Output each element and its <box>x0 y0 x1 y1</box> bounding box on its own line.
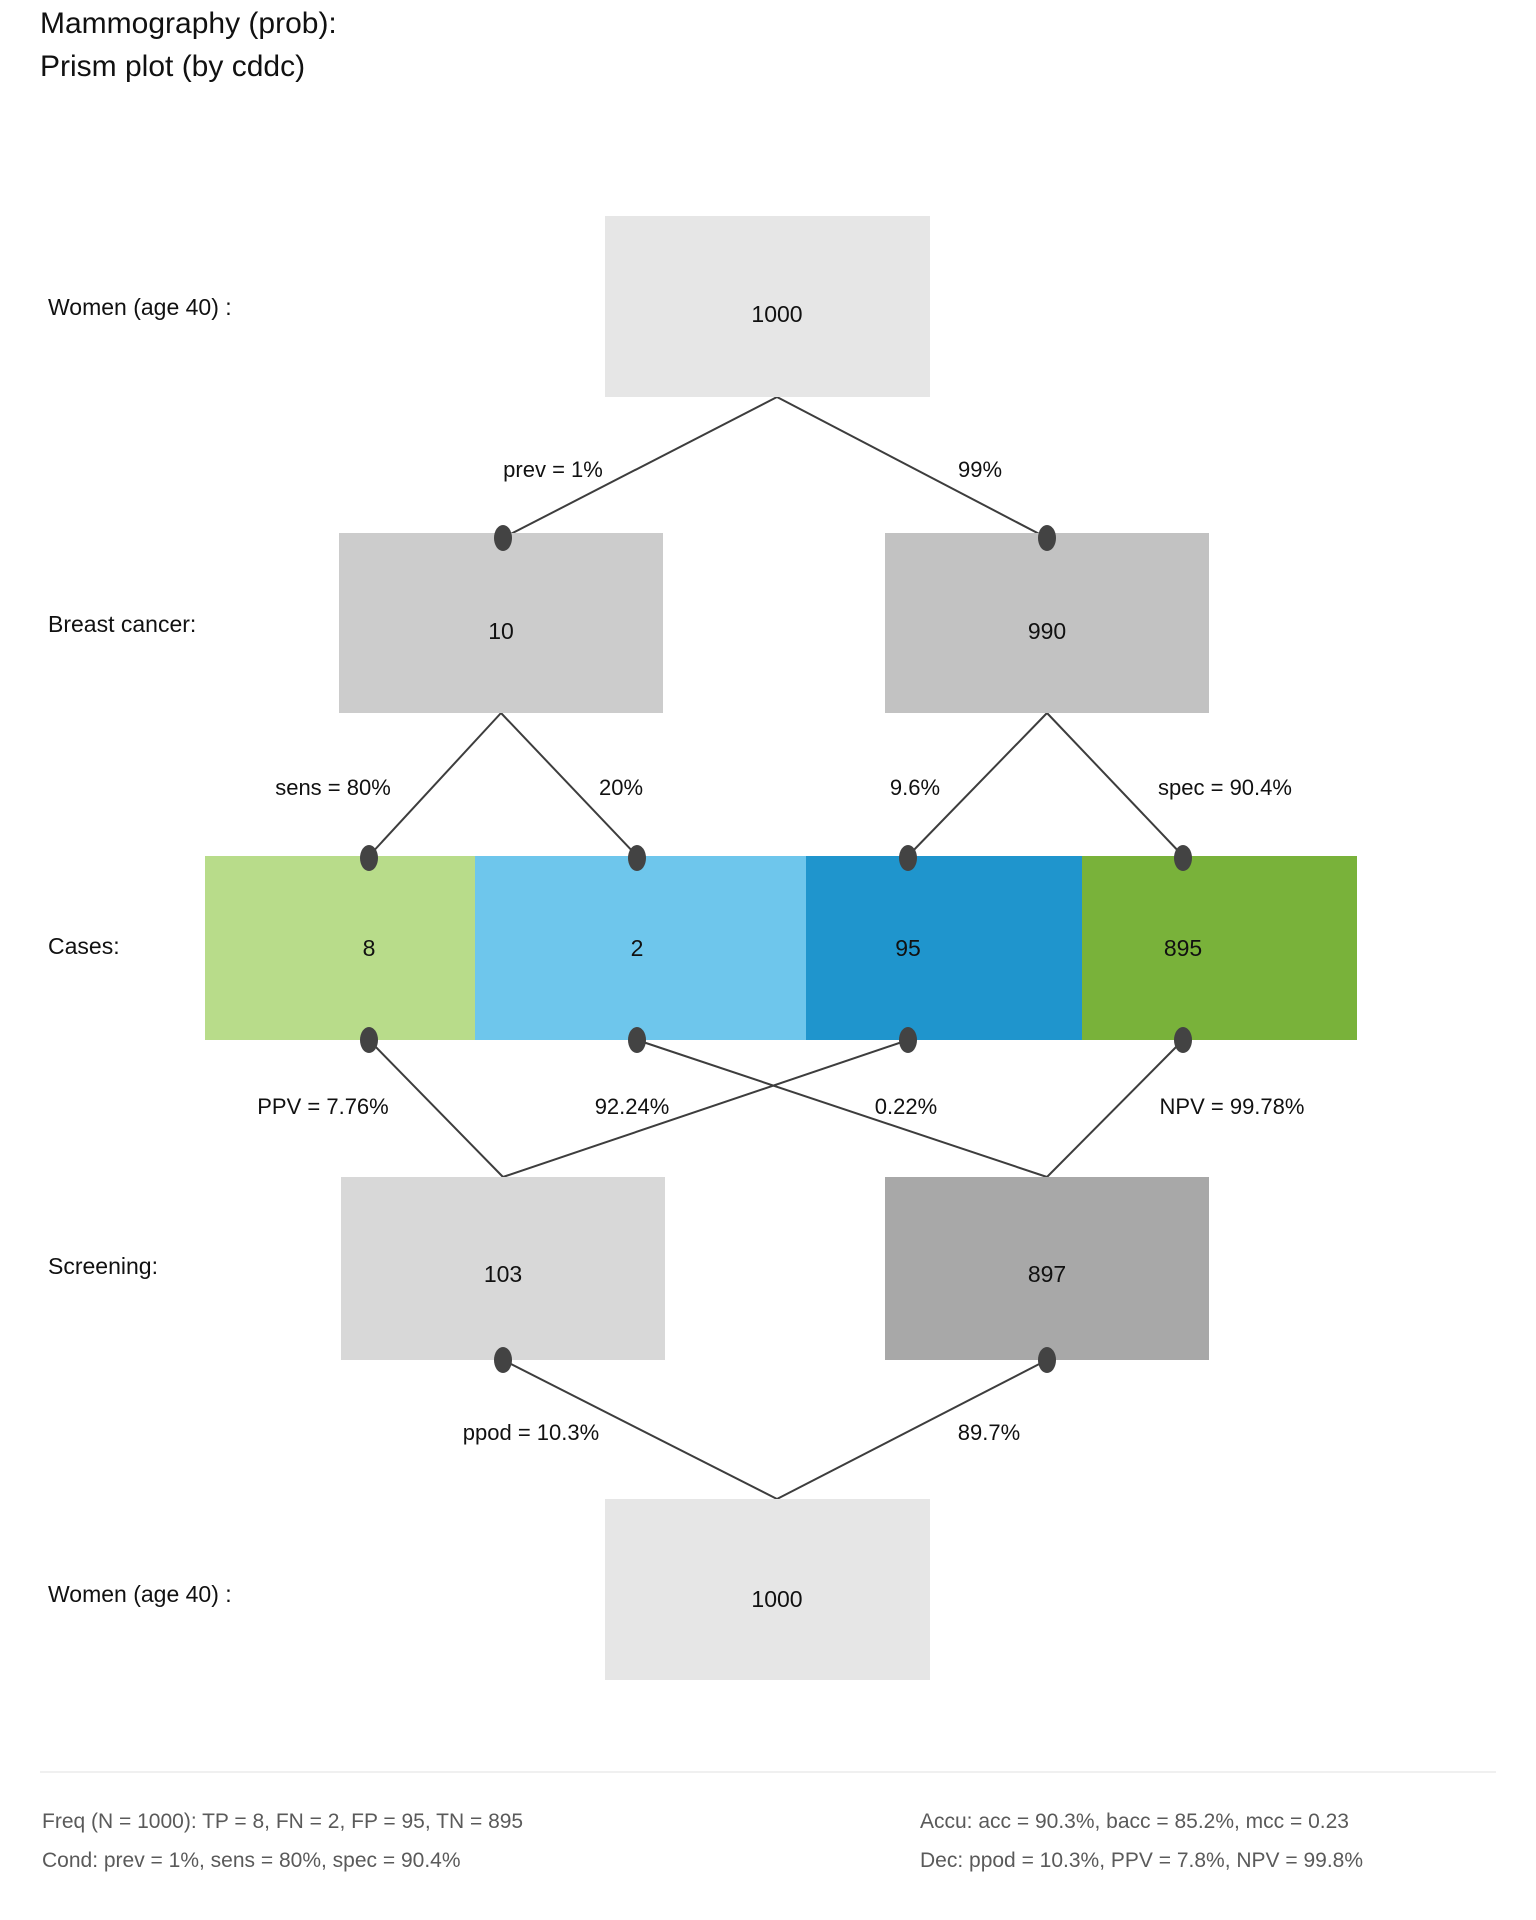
node-condition-true-box[interactable] <box>339 533 663 713</box>
link-for <box>502 1039 909 1178</box>
dot-case-tp-top <box>360 845 378 871</box>
node-cases-bar: 8 2 95 895 <box>205 856 1357 1040</box>
node-population-top-box[interactable] <box>605 216 930 397</box>
footer-accu-line: Accu: acc = 90.3%, bacc = 85.2%, mcc = 0… <box>920 1810 1349 1833</box>
node-condition-false-box[interactable] <box>885 533 1209 713</box>
node-population-top-value: 1000 <box>751 301 802 327</box>
dot-case-tn-top <box>1174 845 1192 871</box>
node-case-tn-box[interactable] <box>1082 856 1357 1040</box>
link-prev-false <box>776 396 1048 539</box>
node-case-fp-box[interactable] <box>806 856 1082 1040</box>
plot-title-line1: Mammography (prob): <box>40 7 337 40</box>
row-label-women-top: Women (age 40) : <box>48 294 232 320</box>
link-sens <box>368 712 502 857</box>
dot-decision-negative-bottom <box>1038 1347 1056 1373</box>
edge-label-npv: NPV = 99.78% <box>1160 1094 1305 1119</box>
links-population-to-condition <box>502 396 1048 539</box>
node-condition-true-value: 10 <box>488 618 514 644</box>
footer-cond-line: Cond: prev = 1%, sens = 80%, spec = 90.4… <box>42 1849 461 1872</box>
dot-case-tn-bottom <box>1174 1027 1192 1053</box>
node-case-tn-value: 895 <box>1164 935 1202 961</box>
edge-label-prev: prev = 1% <box>503 457 603 482</box>
node-decision-positive[interactable]: 103 <box>341 1177 665 1360</box>
dot-condition-true-top <box>494 525 512 551</box>
edge-label-fdr: 92.24% <box>595 1094 670 1119</box>
row-label-screening: Screening: <box>48 1253 158 1279</box>
node-condition-true[interactable]: 10 <box>339 533 663 713</box>
node-decision-positive-value: 103 <box>484 1261 522 1287</box>
link-fpr <box>907 712 1048 857</box>
link-spec <box>1046 712 1184 857</box>
node-case-tp-box[interactable] <box>205 856 475 1040</box>
links-condition-to-cases <box>368 712 1184 857</box>
dot-case-fn-bottom <box>628 1027 646 1053</box>
edge-label-prev-complement: 99% <box>958 457 1002 482</box>
node-case-tp-value: 8 <box>363 935 376 961</box>
edge-label-ppv: PPV = 7.76% <box>257 1094 388 1119</box>
link-fdr <box>636 1039 1048 1178</box>
row-label-cases: Cases: <box>48 933 120 959</box>
dot-decision-positive-bottom <box>494 1347 512 1373</box>
dot-case-fp-bottom <box>899 1027 917 1053</box>
edge-label-for: 0.22% <box>875 1094 937 1119</box>
edge-label-ppod-complement: 89.7% <box>958 1420 1020 1445</box>
edge-label-sens: sens = 80% <box>275 775 391 800</box>
node-decision-negative-value: 897 <box>1028 1261 1066 1287</box>
edge-label-sens-complement: 20% <box>599 775 643 800</box>
row-label-women-bottom: Women (age 40) : <box>48 1581 232 1607</box>
links-decision-to-population <box>502 1359 1048 1500</box>
edge-label-fpr: 9.6% <box>890 775 940 800</box>
link-npv <box>1046 1039 1184 1178</box>
node-decision-positive-box[interactable] <box>341 1177 665 1360</box>
dot-condition-false-top <box>1038 525 1056 551</box>
node-population-bottom-box[interactable] <box>605 1499 930 1680</box>
edge-label-ppod: ppod = 10.3% <box>463 1420 599 1445</box>
node-decision-negative-box[interactable] <box>885 1177 1209 1360</box>
links-cases-to-decision <box>368 1039 1184 1178</box>
footer-freq-line: Freq (N = 1000): TP = 8, FN = 2, FP = 95… <box>42 1810 523 1833</box>
node-case-fn-box[interactable] <box>475 856 806 1040</box>
edge-label-spec: spec = 90.4% <box>1158 775 1292 800</box>
connector-dots <box>360 525 1192 1373</box>
link-prev-true <box>502 396 778 539</box>
node-population-bottom-value: 1000 <box>751 1586 802 1612</box>
dot-case-fp-top <box>899 845 917 871</box>
link-ppv <box>368 1039 504 1178</box>
node-population-bottom[interactable]: 1000 <box>605 1499 930 1680</box>
node-population-top[interactable]: 1000 <box>605 216 930 397</box>
footer-dec-line: Dec: ppod = 10.3%, PPV = 7.8%, NPV = 99.… <box>920 1849 1363 1872</box>
node-condition-false-value: 990 <box>1028 618 1066 644</box>
row-label-breast-cancer: Breast cancer: <box>48 611 196 637</box>
node-decision-negative[interactable]: 897 <box>885 1177 1209 1360</box>
link-ppod-complement <box>776 1359 1048 1500</box>
dot-case-fn-top <box>628 845 646 871</box>
node-condition-false[interactable]: 990 <box>885 533 1209 713</box>
link-sens-complement <box>500 712 638 857</box>
dot-case-tp-bottom <box>360 1027 378 1053</box>
link-ppod <box>502 1359 778 1500</box>
node-case-fn-value: 2 <box>631 935 644 961</box>
node-case-fp-value: 95 <box>895 935 921 961</box>
plot-title-line2: Prism plot (by cddc) <box>40 50 305 83</box>
